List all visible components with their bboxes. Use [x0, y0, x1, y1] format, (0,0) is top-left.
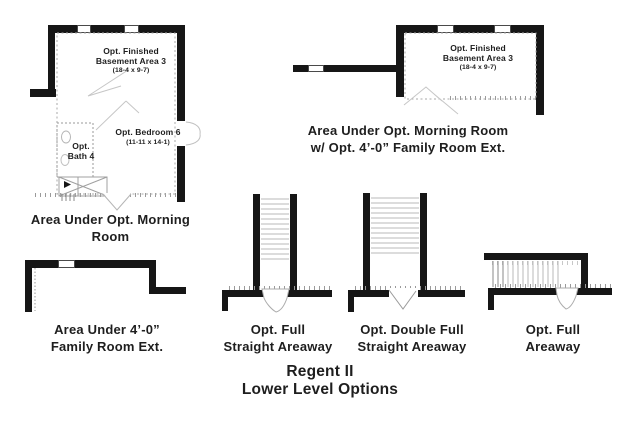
room-label-line: Opt. Finished	[103, 46, 159, 56]
caption-line: Straight Areaway	[223, 338, 333, 354]
wall-segment	[488, 288, 612, 295]
room-dimensions: (11-11 x 14-1)	[126, 138, 170, 146]
caption-family-room-ext: Area Under 4’-0” Family Room Ext.	[27, 322, 187, 355]
room-label-line: Opt.	[72, 141, 90, 151]
wall-segment	[30, 89, 56, 97]
wall-segment	[581, 253, 588, 290]
room-dimensions: (18-4 x 9-7)	[112, 67, 150, 74]
wall-segment	[25, 260, 58, 268]
caption-line: Opt. Full	[525, 322, 581, 337]
wall-segment	[396, 25, 404, 97]
wall-segment	[484, 253, 588, 260]
wall-segment	[396, 25, 544, 33]
wall-segment	[177, 146, 185, 202]
wall-segment	[488, 288, 494, 310]
room-dimensions: (18-4 x 9-7)	[459, 64, 497, 71]
room-label-bath4: Opt. Bath 4	[62, 141, 100, 161]
wall-segment	[290, 194, 297, 297]
wall-segment	[149, 287, 186, 294]
wall-segment	[420, 193, 427, 297]
diagram-title: Regent II Lower Level Options	[170, 363, 470, 399]
wall-segment	[324, 65, 404, 72]
wall-segment	[177, 25, 185, 121]
window-opening	[124, 25, 139, 33]
door-swing-sketch	[403, 86, 459, 115]
wall-segment	[536, 25, 544, 115]
foundation-hatch-line	[450, 96, 536, 100]
wall-segment	[149, 260, 156, 288]
window-opening	[77, 25, 91, 33]
caption-full-straight-areaway: Opt. Full Straight Areaway	[198, 322, 358, 355]
room-label-line: Basement Area 3	[442, 52, 514, 63]
window-opening	[58, 260, 75, 268]
wall-segment	[348, 290, 354, 312]
foundation-hatch-line	[35, 193, 178, 197]
wall-segment	[253, 194, 260, 297]
caption-morning-room: Area Under Opt. Morning Room	[18, 212, 203, 245]
caption-line: Room	[91, 228, 130, 244]
wall-segment	[222, 290, 228, 311]
room-label-line: Opt. Bedroom 6	[115, 127, 181, 137]
wall-segment	[363, 193, 370, 297]
wall-segment	[75, 260, 156, 268]
wall-segment	[222, 290, 332, 297]
caption-line: Area Under 4’-0”	[54, 322, 160, 337]
wall-segment	[48, 25, 55, 97]
room-label-basement-area3: Opt. Finished Basement Area 3 (18-4 x 9-…	[70, 46, 192, 75]
caption-morning-room-ext: Area Under Opt. Morning Room w/ Opt. 4’-…	[293, 123, 523, 156]
window-opening	[494, 25, 511, 33]
foundation-hatch-line	[355, 286, 464, 290]
stair-direction-arrow	[64, 181, 71, 188]
room-label-line: Bath 4	[67, 150, 95, 161]
door-swing-sketch	[95, 100, 140, 131]
caption-double-full-straight-areaway: Opt. Double Full Straight Areaway	[332, 322, 492, 355]
caption-line: Area Under Opt. Morning Room	[307, 123, 509, 138]
wall-segment	[293, 65, 308, 72]
caption-line: w/ Opt. 4’-0” Family Room Ext.	[310, 139, 506, 155]
room-label-basement-area3-ext: Opt. Finished Basement Area 3 (18-4 x 9-…	[413, 43, 543, 72]
foundation-hatch-line	[229, 286, 331, 290]
window-opening	[308, 65, 324, 72]
title-line: Lower Level Options	[241, 381, 399, 398]
wall-segment	[348, 290, 465, 297]
caption-line: Opt. Full	[250, 322, 306, 337]
room-label-line: Opt. Finished	[450, 43, 506, 53]
caption-line: Area Under Opt. Morning	[30, 212, 191, 227]
caption-line: Family Room Ext.	[50, 338, 164, 354]
window-opening	[437, 25, 454, 33]
wall-segment	[48, 25, 185, 33]
title-line: Regent II	[286, 363, 354, 380]
foundation-hatch-line	[495, 284, 611, 288]
caption-line: Areaway	[525, 338, 581, 354]
caption-full-areaway: Opt. Full Areaway	[473, 322, 633, 355]
wall-segment	[25, 260, 32, 312]
stair-steps	[261, 198, 289, 260]
room-label-line: Basement Area 3	[95, 55, 167, 66]
caption-line: Opt. Double Full	[360, 322, 464, 337]
stair-steps	[371, 197, 419, 254]
foundation-hatch-line	[492, 261, 580, 265]
room-label-bedroom6: Opt. Bedroom 6 (11-11 x 14-1)	[100, 127, 196, 147]
caption-line: Straight Areaway	[357, 338, 467, 354]
